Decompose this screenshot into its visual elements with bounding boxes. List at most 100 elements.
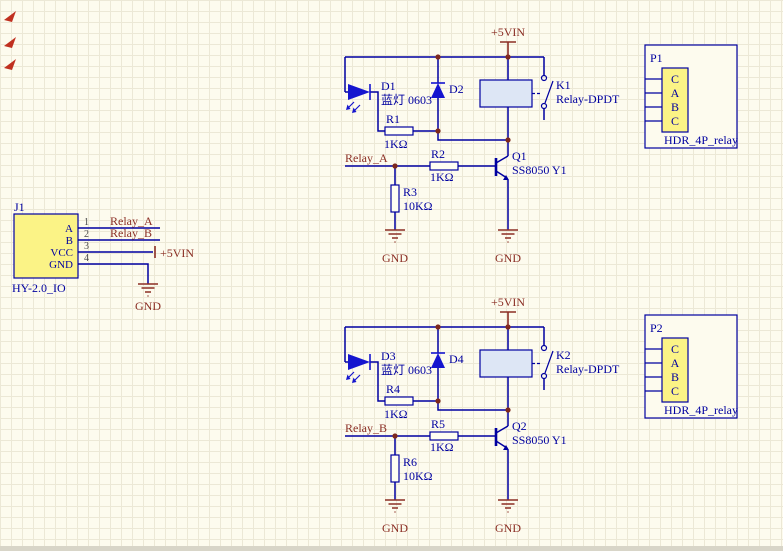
led-arrowhead-icon — [346, 374, 351, 380]
relay-driver-circuit-bottom[interactable]: +5VIN D3 蓝灯 0603 D4 K2 Relay-DPDT — [344, 295, 738, 535]
pin-name: VCC — [50, 247, 73, 259]
canvas-bottom-edge — [0, 546, 783, 551]
header-pin-label: A — [671, 86, 680, 100]
header-outline[interactable] — [644, 44, 738, 149]
header-outline[interactable] — [644, 314, 738, 419]
gnd-port-pulldown[interactable]: GND — [382, 499, 408, 535]
resistor-base[interactable]: R5 1KΩ — [429, 417, 459, 454]
header-pin-stubs — [645, 78, 662, 122]
resistor-led[interactable]: R1 1KΩ — [384, 112, 414, 151]
gnd-port-pulldown[interactable]: GND — [382, 229, 408, 265]
gnd-port-emitter[interactable]: GND — [495, 499, 521, 535]
header-pin-label: C — [671, 114, 679, 128]
emitter-arrow-icon — [503, 175, 509, 180]
header-pin-label: B — [671, 100, 679, 114]
wire-segments[interactable] — [344, 326, 545, 500]
resistor-body[interactable] — [384, 396, 414, 406]
net-label-input[interactable]: Relay_B — [345, 421, 387, 435]
npn-transistor[interactable]: Q1 SS8050 Y1 — [494, 149, 567, 180]
relay-switch-lever — [544, 80, 554, 104]
gnd-net-label: GND — [495, 521, 521, 535]
power-net-label: +5VIN — [491, 295, 525, 309]
relay-value: Relay-DPDT — [556, 362, 620, 376]
diode-designator: D2 — [449, 82, 464, 96]
resistor-base[interactable]: R2 1KΩ — [429, 147, 459, 184]
net-label-relay-a[interactable]: Relay_A — [110, 214, 153, 228]
gnd-net-label: GND — [382, 251, 408, 265]
resistor-designator: R4 — [386, 382, 400, 396]
resistor-pulldown[interactable]: R6 10KΩ — [390, 454, 433, 483]
led-arrowhead-icon — [352, 377, 357, 383]
relay-header[interactable]: P1 C A B C HDR_4P_relay — [644, 44, 738, 149]
pin-number: 3 — [84, 241, 89, 252]
resistor-body[interactable] — [390, 454, 400, 483]
relay-coil-body[interactable] — [479, 79, 533, 108]
flyback-diode[interactable]: D4 — [431, 352, 464, 368]
relay-contact — [540, 372, 548, 380]
header-pins-body[interactable] — [661, 67, 689, 133]
header-pins-body[interactable] — [661, 337, 689, 403]
relay-driver-circuit-top[interactable]: +5VIN D1 蓝灯 0603 D2 K1 Relay-DPDT — [344, 25, 738, 265]
net-label-relay-b[interactable]: Relay_B — [110, 226, 152, 240]
header-pin-label: C — [671, 342, 679, 356]
relay-designator: K1 — [556, 78, 571, 92]
power-net-label: +5VIN — [491, 25, 525, 39]
resistor-designator: R2 — [431, 147, 445, 161]
resistor-designator: R5 — [431, 417, 445, 431]
power-bar — [500, 311, 516, 327]
gnd-net-label: GND — [495, 251, 521, 265]
resistor-body[interactable] — [384, 126, 414, 136]
led-arrowhead-icon — [346, 104, 351, 110]
gnd-port-emitter[interactable]: GND — [495, 229, 521, 265]
pin-number: 2 — [84, 229, 89, 240]
connector-body[interactable] — [13, 213, 79, 279]
resistor-value: 1KΩ — [430, 440, 454, 454]
led-triangle — [348, 84, 370, 100]
power-port-5vin[interactable]: +5VIN — [154, 246, 194, 260]
pin-wires[interactable] — [78, 227, 160, 284]
transistor-value: SS8050 Y1 — [512, 433, 567, 447]
gnd-bars — [385, 229, 405, 243]
net-label-input[interactable]: Relay_A — [345, 151, 388, 165]
resistor-value: 10KΩ — [403, 199, 433, 213]
relay[interactable]: K2 Relay-DPDT — [479, 344, 620, 380]
junction-dot — [505, 407, 511, 413]
resistor-body[interactable] — [390, 184, 400, 213]
pin-number: 4 — [84, 253, 89, 264]
resistor-pulldown[interactable]: R3 10KΩ — [390, 184, 433, 213]
resistor-body[interactable] — [429, 431, 459, 441]
resistor-designator: R3 — [403, 185, 417, 199]
led[interactable]: D1 蓝灯 0603 — [346, 79, 432, 113]
connector-part-number: HY-2.0_IO — [12, 281, 66, 295]
relay-coil-body[interactable] — [479, 349, 533, 378]
led[interactable]: D3 蓝灯 0603 — [346, 349, 432, 383]
resistor-value: 1KΩ — [430, 170, 454, 184]
resistor-body[interactable] — [429, 161, 459, 171]
led-arrowhead-icon — [352, 107, 357, 113]
wire-segments[interactable] — [344, 56, 545, 230]
relay-value: Relay-DPDT — [556, 92, 620, 106]
gnd-port[interactable]: GND — [135, 283, 161, 313]
power-port-5vin[interactable]: +5VIN — [491, 25, 525, 57]
resistor-led[interactable]: R4 1KΩ — [384, 382, 414, 421]
header-pin-label: A — [671, 356, 680, 370]
junction-dot — [435, 398, 441, 404]
marker-arrows — [4, 11, 16, 70]
junction-dot — [392, 163, 398, 169]
power-port-5vin[interactable]: +5VIN — [491, 295, 525, 327]
gnd-bars — [498, 499, 518, 513]
relay[interactable]: K1 Relay-DPDT — [479, 74, 620, 110]
relay-contact — [540, 74, 548, 82]
header-value: HDR_4P_relay — [664, 403, 738, 417]
relay-header[interactable]: P2 C A B C HDR_4P_relay — [644, 314, 738, 419]
header-value: HDR_4P_relay — [664, 133, 738, 147]
transistor-designator: Q1 — [512, 149, 527, 163]
marker-arrow-icon — [4, 11, 16, 22]
resistor-value: 1KΩ — [384, 407, 408, 421]
connector-j1[interactable]: J1 A B VCC GND HY-2.0_IO 1 2 3 4 Relay_A… — [12, 200, 194, 313]
npn-transistor[interactable]: Q2 SS8050 Y1 — [494, 419, 567, 450]
led-value: 蓝灯 0603 — [381, 363, 432, 377]
flyback-diode[interactable]: D2 — [431, 82, 464, 98]
relay-switch-lever — [544, 350, 554, 374]
